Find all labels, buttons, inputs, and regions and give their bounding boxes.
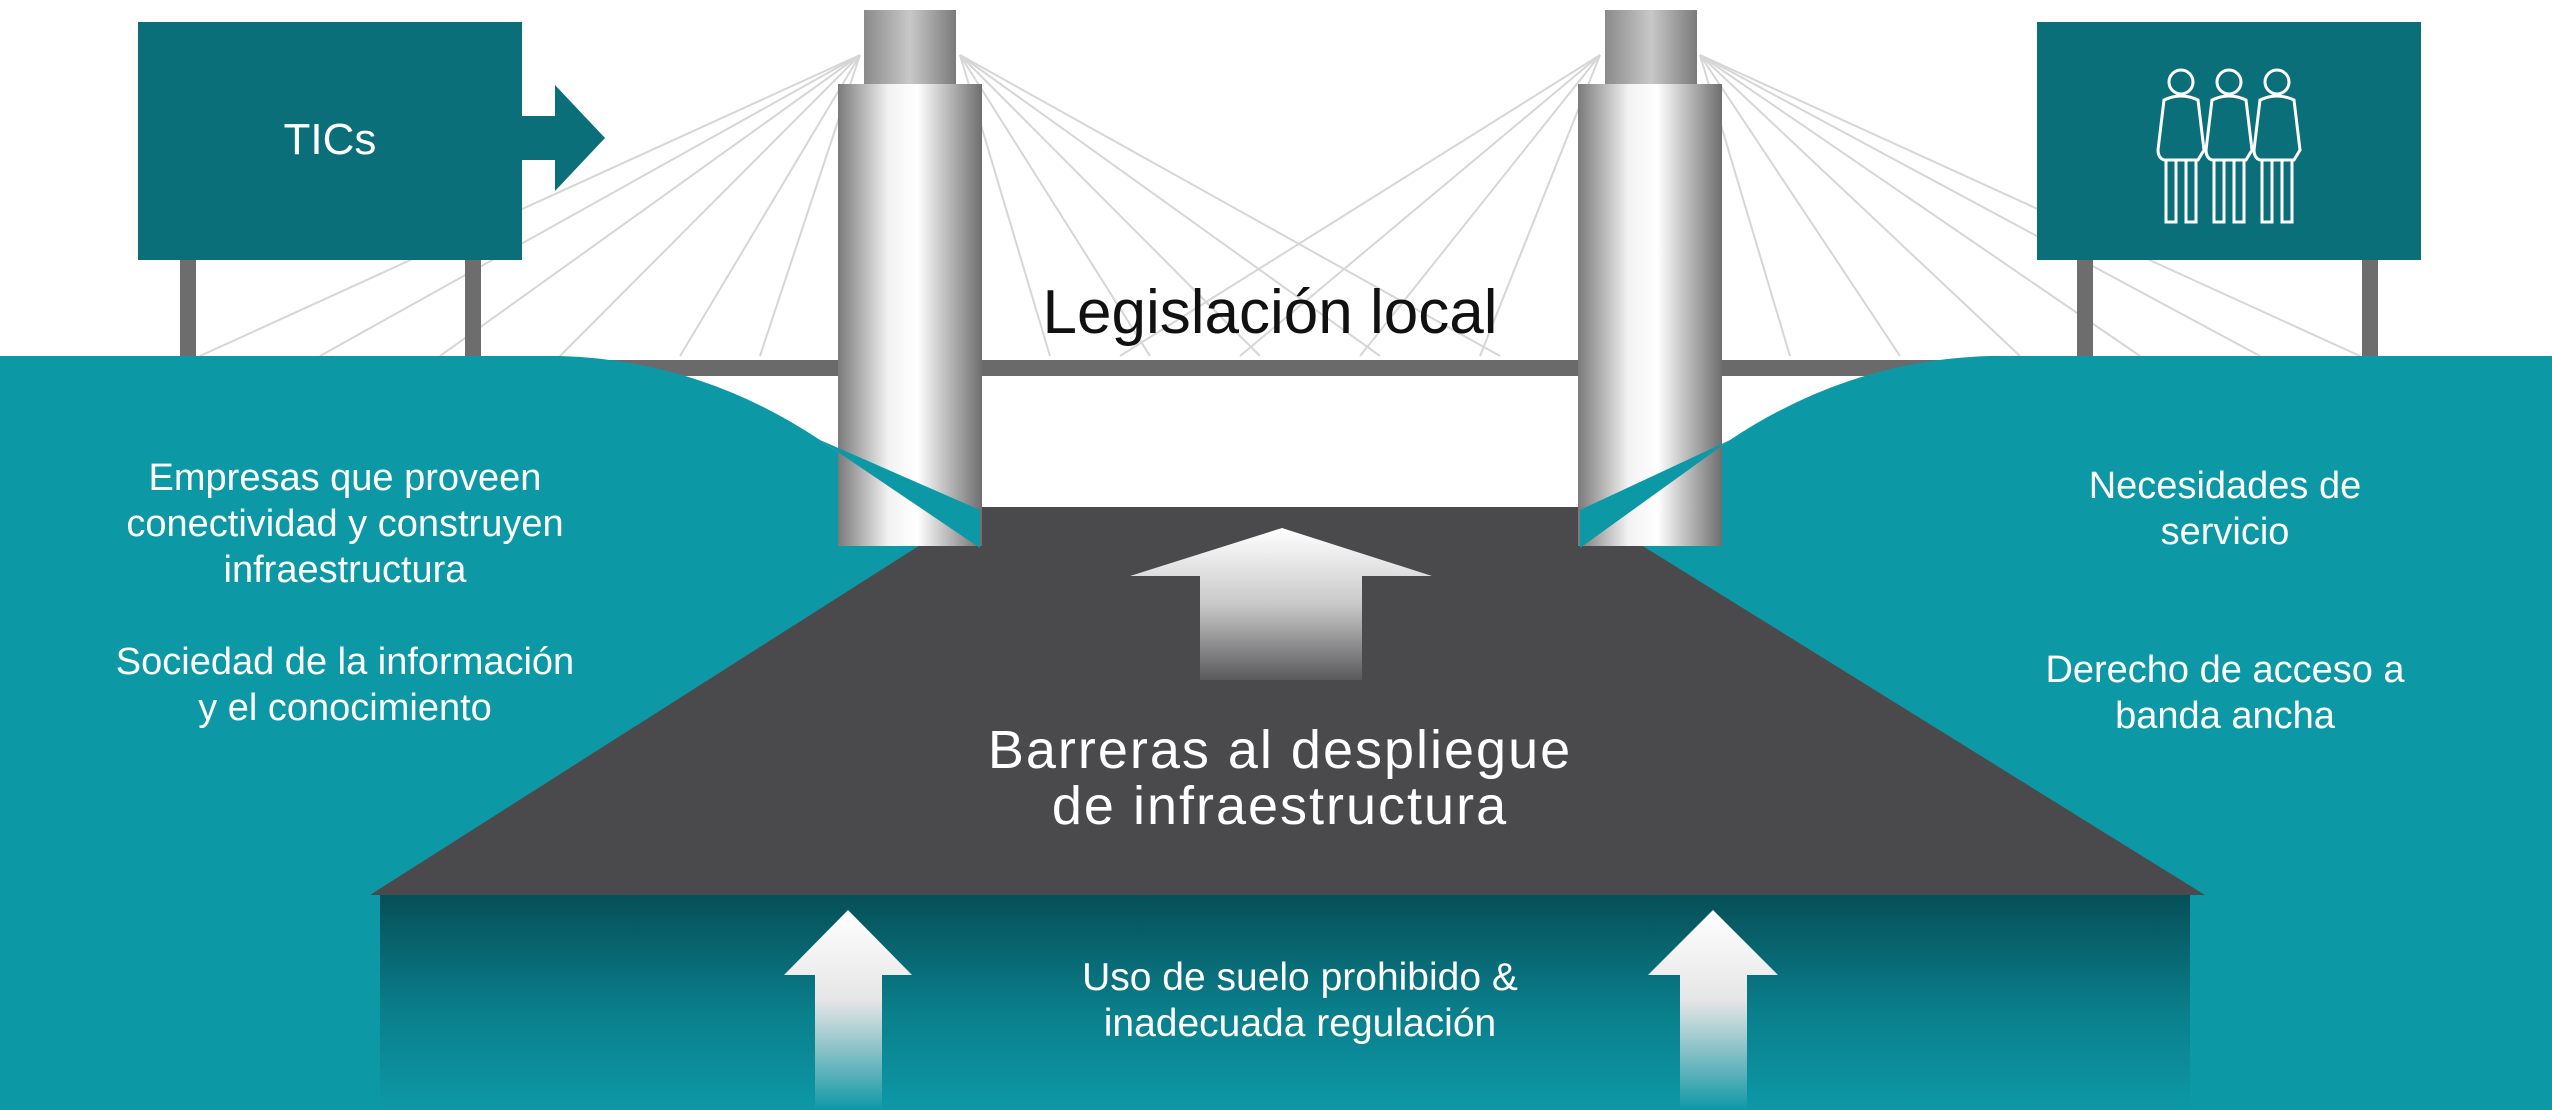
left-bank-line-5: y el conocimiento bbox=[198, 687, 492, 729]
left-bank bbox=[0, 356, 980, 1110]
sign-left-label: TICs bbox=[283, 115, 377, 164]
right-bank-line-4: banda ancha bbox=[2115, 695, 2335, 737]
ground-base bbox=[380, 895, 2190, 1110]
left-bank-line-1: Empresas que proveen bbox=[148, 457, 542, 499]
pillar-right bbox=[1578, 10, 1722, 546]
road-title-line-2: de infraestructura bbox=[1051, 776, 1509, 836]
road-title-line-1: Barreras al despliegue bbox=[987, 720, 1573, 780]
base-text-line-2: inadecuada regulación bbox=[1103, 1002, 1497, 1045]
left-bank-line-2: conectividad y construyen bbox=[126, 503, 564, 545]
sign-posts bbox=[180, 255, 2378, 360]
up-arrow-right-icon bbox=[1648, 910, 1778, 1110]
up-arrow-road-icon bbox=[1130, 528, 1432, 680]
right-bank-line-1: Necesidades de bbox=[2088, 465, 2362, 507]
right-bank-edge bbox=[1580, 440, 1730, 548]
base-text-line-1: Uso de suelo prohibido & bbox=[1082, 956, 1518, 999]
three-people-icon bbox=[2156, 68, 2302, 224]
left-bank-line-3: infraestructura bbox=[223, 549, 467, 591]
right-bank-line-3: Derecho de acceso a bbox=[2045, 649, 2405, 691]
bridge-title: Legislación local bbox=[1042, 278, 1498, 347]
sign-right bbox=[2037, 22, 2421, 260]
arrow-right-icon bbox=[520, 85, 605, 191]
road-trapezoid bbox=[370, 507, 2205, 895]
bridge-deck bbox=[560, 360, 2000, 376]
pillar-left bbox=[838, 10, 982, 546]
up-arrow-left-icon bbox=[784, 910, 912, 1110]
left-bank-edge bbox=[820, 440, 980, 548]
right-bank bbox=[1580, 356, 2552, 1110]
left-bank-line-4: Sociedad de la información bbox=[115, 641, 575, 683]
right-bank-line-2: servicio bbox=[2160, 511, 2290, 553]
sign-left bbox=[138, 22, 605, 260]
